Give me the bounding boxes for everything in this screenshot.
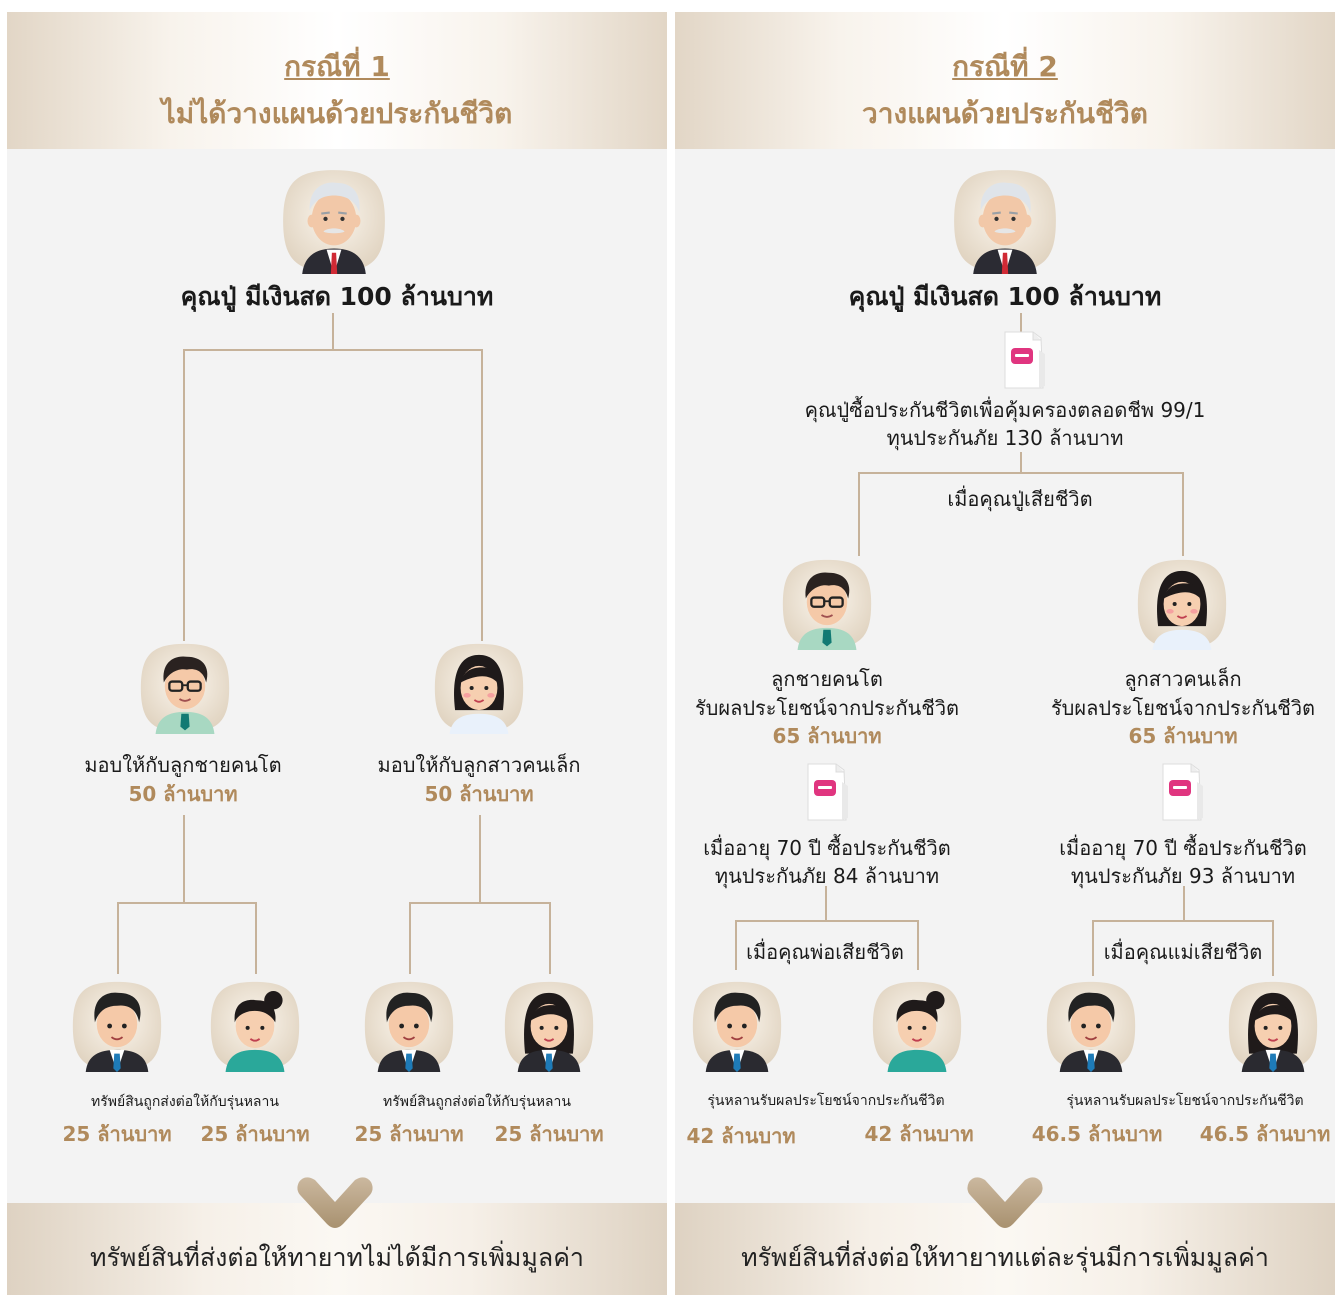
connector — [825, 886, 827, 922]
connector — [1020, 313, 1022, 333]
daughter-avatar — [433, 642, 525, 734]
grandchild-caption: ทรัพย์สินถูกส่งต่อให้กับรุ่นหลาน — [91, 1094, 279, 1110]
grandchild-amount: 25 ล้านบาท — [200, 1122, 310, 1146]
connector — [1092, 920, 1094, 976]
grandchild-caption: ทรัพย์สินถูกส่งต่อให้กับรุ่นหลาน — [383, 1094, 571, 1110]
son-gift-text: มอบให้กับลูกชายคนโต — [84, 753, 282, 777]
connector — [1182, 472, 1184, 556]
grandpa-policy-line-2: ทุนประกันภัย 130 ล้านบาท — [886, 426, 1124, 450]
connector — [858, 472, 860, 556]
connector — [255, 902, 257, 974]
connector — [858, 472, 1184, 474]
case-1-header: กรณีที่ 1 ไม่ได้วางแผนด้วยประกันชีวิต — [7, 12, 667, 149]
case-1-conclusion: ทรัพย์สินที่ส่งต่อให้ทายาทไม่ได้มีการเพิ… — [90, 1243, 584, 1272]
father-death-text: เมื่อคุณพ่อเสียชีวิต — [746, 940, 904, 964]
mother-death-text: เมื่อคุณแม่เสียชีวิต — [1103, 940, 1263, 964]
son-title: ลูกชายคนโต — [771, 667, 883, 691]
connector — [1092, 920, 1274, 922]
granddaughter-avatar — [1227, 980, 1319, 1072]
connector — [183, 349, 185, 641]
case-2-title: วางแผนด้วยประกันชีวิต — [862, 97, 1148, 130]
grandson-avatar — [1045, 980, 1137, 1072]
connector — [183, 349, 483, 351]
daughter-policy-line-1: เมื่ออายุ 70 ปี ซื้อประกันชีวิต — [1059, 836, 1307, 860]
grandfather-avatar — [281, 168, 387, 274]
grandchild-amount: 25 ล้านบาท — [494, 1122, 604, 1146]
connector — [917, 920, 919, 970]
connector — [1020, 452, 1022, 474]
connector — [1183, 886, 1185, 922]
grandpa-cash-text: คุณปู่ มีเงินสด 100 ล้านบาท — [180, 282, 494, 311]
son-amount: 50 ล้านบาท — [128, 782, 238, 806]
case-2-conclusion: ทรัพย์สินที่ส่งต่อให้ทายาทแต่ละรุ่นมีการ… — [741, 1243, 1269, 1272]
grandson-avatar — [691, 980, 783, 1072]
case-1-label: กรณีที่ 1 — [284, 50, 390, 83]
grandchild-caption: รุ่นหลานรับผลประโยชน์จากประกันชีวิต — [1066, 1093, 1304, 1109]
granddaughter-avatar — [871, 980, 963, 1072]
grandson-avatar — [71, 980, 163, 1072]
son-policy-line-1: เมื่ออายุ 70 ปี ซื้อประกันชีวิต — [703, 836, 951, 860]
case-2-panel: กรณีที่ 2 วางแผนด้วยประกันชีวิต คุณปู่ ม… — [675, 12, 1335, 1295]
grandpa-policy-line-1: คุณปู่ซื้อประกันชีวิตเพื่อคุ้มครองตลอดชี… — [804, 398, 1206, 422]
grandchild-amount: 46.5 ล้านบาท — [1031, 1122, 1163, 1146]
grandchild-amount: 42 ล้านบาท — [864, 1122, 974, 1146]
chevron-down-icon — [297, 1177, 373, 1228]
insurance-document-icon — [1157, 762, 1207, 822]
grandchild-amount: 25 ล้านบาท — [354, 1122, 464, 1146]
case-2-label: กรณีที่ 2 — [952, 50, 1058, 83]
grandchild-amount: 25 ล้านบาท — [62, 1122, 172, 1146]
connector — [117, 902, 257, 904]
connector — [409, 902, 411, 974]
daughter-amount: 50 ล้านบาท — [424, 782, 534, 806]
grandpa-cash-text: คุณปู่ มีเงินสด 100 ล้านบาท — [848, 282, 1162, 311]
daughter-avatar — [1136, 558, 1228, 650]
connector — [735, 920, 737, 970]
connector — [481, 349, 483, 641]
son-policy-line-2: ทุนประกันภัย 84 ล้านบาท — [714, 864, 940, 888]
daughter-amount: 65 ล้านบาท — [1128, 724, 1238, 748]
grandchild-amount: 46.5 ล้านบาท — [1199, 1122, 1331, 1146]
case-1-title: ไม่ได้วางแผนด้วยประกันชีวิต — [161, 97, 513, 130]
son-amount: 65 ล้านบาท — [772, 724, 882, 748]
connector — [549, 902, 551, 974]
connector — [1272, 920, 1274, 976]
son-benefit: รับผลประโยชน์จากประกันชีวิต — [694, 696, 960, 720]
connector — [409, 902, 551, 904]
granddaughter-avatar — [209, 980, 301, 1072]
connector — [735, 920, 919, 922]
case-2-header: กรณีที่ 2 วางแผนด้วยประกันชีวิต — [675, 12, 1335, 149]
connector — [117, 902, 119, 974]
son-avatar — [781, 558, 873, 650]
connector — [479, 815, 481, 903]
case-1-panel: กรณีที่ 1 ไม่ได้วางแผนด้วยประกันชีวิต คุ… — [7, 12, 667, 1295]
daughter-policy-line-2: ทุนประกันภัย 93 ล้านบาท — [1070, 864, 1296, 888]
grandfather-avatar — [952, 168, 1058, 274]
daughter-title: ลูกสาวคนเล็ก — [1124, 667, 1242, 691]
grandchild-caption: รุ่นหลานรับผลประโยชน์จากประกันชีวิต — [707, 1093, 945, 1109]
grandchild-amount: 42 ล้านบาท — [686, 1124, 796, 1148]
connector — [183, 815, 185, 903]
connector — [332, 313, 334, 351]
grandpa-death-text: เมื่อคุณปู่เสียชีวิต — [947, 487, 1093, 511]
insurance-document-icon — [999, 330, 1049, 390]
insurance-document-icon — [802, 762, 852, 822]
daughter-benefit: รับผลประโยชน์จากประกันชีวิต — [1050, 696, 1316, 720]
chevron-down-icon — [967, 1177, 1043, 1228]
granddaughter-avatar — [503, 980, 595, 1072]
daughter-gift-text: มอบให้กับลูกสาวคนเล็ก — [377, 753, 581, 777]
grandson-avatar — [363, 980, 455, 1072]
son-avatar — [139, 642, 231, 734]
